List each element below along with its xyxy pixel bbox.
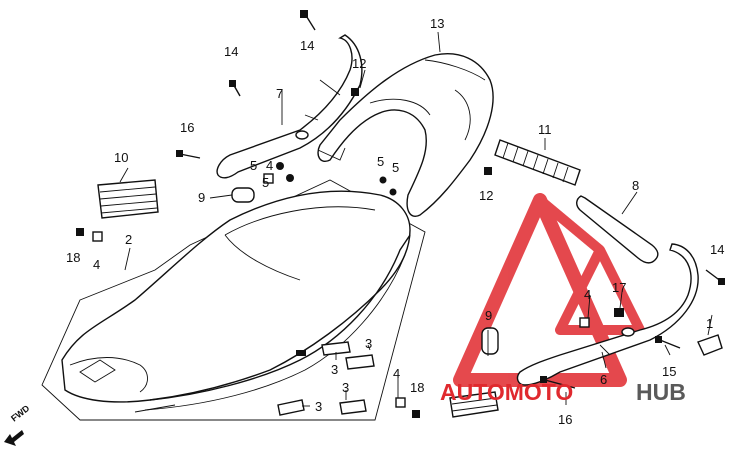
seat-assembly [41,179,426,421]
collar-left [231,187,255,203]
callout-6: 6 [600,372,607,387]
callout-5: 5 [250,158,257,173]
callout-5: 5 [392,160,399,175]
callout-9: 9 [485,308,492,323]
callout-10: 10 [114,150,128,165]
callout-12: 12 [352,56,366,71]
leader-lines [119,31,713,407]
collar-right [481,327,499,355]
callout-17: 17 [612,280,626,295]
callout-8: 8 [632,178,639,193]
callout-3: 3 [331,362,338,377]
callout-14: 14 [710,242,724,257]
forward-arrow-icon: FWD [4,403,32,446]
grip-small [449,391,499,418]
callout-16: 16 [558,412,572,427]
grip-left [97,179,159,219]
right-grab-rail [516,243,699,386]
callout-14: 14 [300,38,314,53]
callout-labels: 1 2 3 3 3 3 4 4 4 4 5 5 5 5 6 7 8 9 9 10… [66,16,724,427]
callout-9: 9 [198,190,205,205]
callout-4: 4 [93,257,100,272]
callout-13: 13 [430,16,444,31]
cushion-pad [321,341,351,356]
callout-16: 16 [180,120,194,135]
cushion-pad [277,399,305,416]
callout-18: 18 [66,250,80,265]
callout-3: 3 [365,336,372,351]
cushion-pad [345,354,375,370]
watermark-text: AUTOMOTO HUB [440,379,686,405]
callout-5: 5 [262,175,269,190]
callout-7: 7 [276,86,283,101]
watermark-part2: HUB [636,379,686,405]
callout-4: 4 [266,158,273,173]
callout-1: 1 [706,316,713,331]
callout-11: 11 [538,122,552,137]
callout-15: 15 [662,364,676,379]
left-grab-rail [216,34,363,179]
callout-2: 2 [125,232,132,247]
grip-right [494,139,581,186]
callout-14: 14 [224,44,238,59]
callout-3: 3 [315,399,322,414]
cushion-pads [277,341,375,416]
callout-3: 3 [342,380,349,395]
callout-4: 4 [393,366,400,381]
cushion-pad [339,399,367,415]
callout-12: 12 [479,188,493,203]
callout-5: 5 [377,154,384,169]
cylinder-bar [576,195,659,264]
callout-18: 18 [410,380,424,395]
watermark-part1: AUTOMOTO [440,379,573,405]
fwd-label: FWD [9,403,32,424]
rear-cowl [317,53,494,217]
callout-4: 4 [584,287,591,302]
hardware [76,10,725,418]
